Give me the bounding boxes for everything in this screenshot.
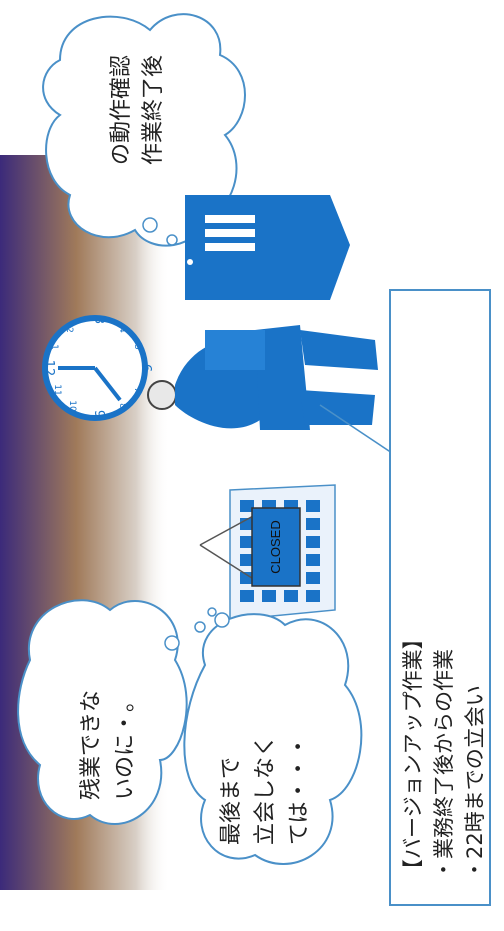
clock-num-5: 5 (132, 344, 142, 350)
notice-line-3: ・22時までの立会い (463, 685, 487, 880)
server-icon (185, 195, 350, 300)
clock-num-8: 8 (117, 403, 127, 409)
thought-bottom-line-3: ては・・・ (287, 735, 312, 845)
notice-box: 【バージョンアップ作業】 ・業務終了後からの作業 ・22時までの立会い (389, 289, 491, 906)
thought-bottom-line-2: 立会しなく (253, 735, 278, 845)
clock-num-10: 10 (67, 400, 77, 412)
notice-line-1: 【バージョンアップ作業】 (401, 628, 425, 880)
clock-num-6: 6 (138, 364, 153, 372)
clock-num-4: 4 (117, 327, 127, 333)
thought-top-line-2: の動作確認 (109, 55, 134, 165)
clock-num-1: 1 (49, 344, 59, 350)
thought-bottom-line-1: 最後まで (219, 757, 244, 845)
thought-bubble-left: 残業できな いのに・。 (17, 599, 217, 825)
clock-num-7: 7 (132, 387, 142, 393)
thought-bubble-bottom: 最後まで 立会しなく ては・・・ (183, 612, 363, 865)
clock-num-12: 12 (41, 360, 56, 377)
clock-num-2: 2 (64, 327, 74, 333)
notice-line-2: ・業務終了後からの作業 (432, 649, 456, 880)
closed-sign-icon: CLOSED (251, 507, 301, 587)
thought-left-line-1: 残業できな (79, 690, 104, 800)
thought-bubble-icon (17, 599, 188, 825)
clock-num-9: 9 (91, 410, 106, 418)
clock-num-11: 11 (52, 384, 62, 395)
pointer-line (319, 404, 396, 456)
clock-num-3: 3 (91, 316, 106, 324)
thought-bubble-icon (183, 613, 363, 865)
person-icon (147, 325, 378, 430)
building-icon: CLOSED (199, 484, 336, 621)
closed-sign-label: CLOSED (268, 520, 283, 573)
thought-left-line-2: いのに・。 (113, 690, 138, 800)
clock-icon: 12 1 2 3 4 5 6 7 8 9 10 11 (41, 315, 153, 421)
thought-top-line-1: 作業終了後 (141, 55, 166, 165)
